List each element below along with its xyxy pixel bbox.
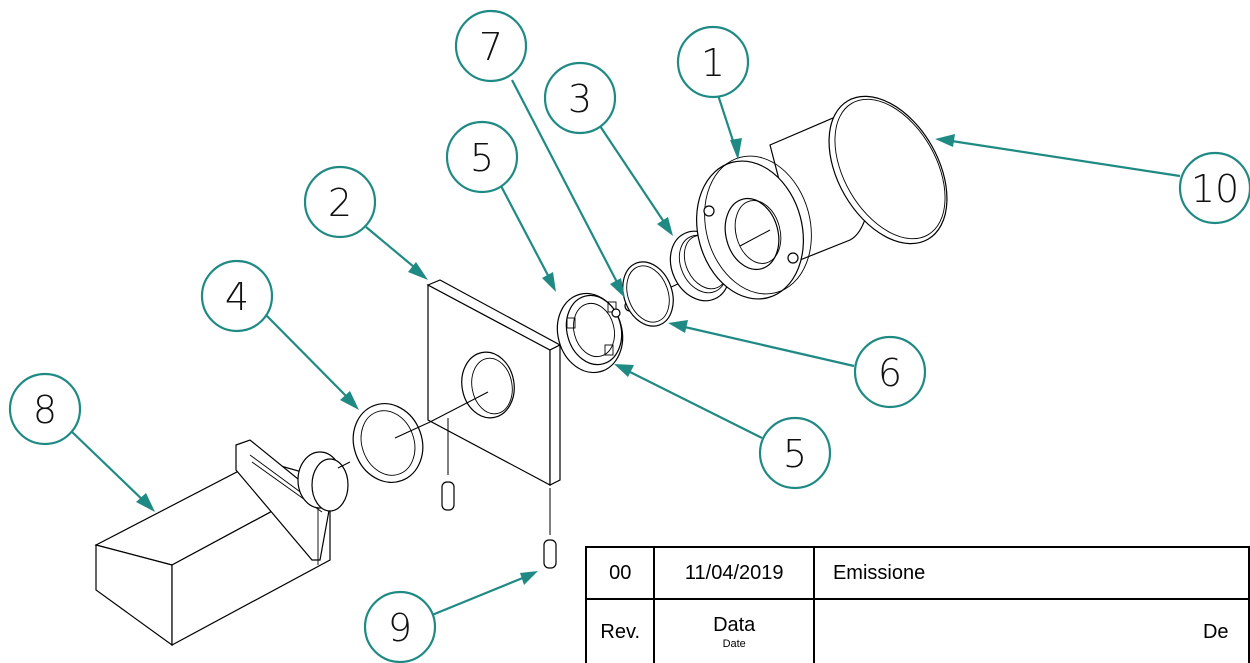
part-2-plate bbox=[426, 279, 562, 535]
title-block-clip: 00 11/04/2019 Emissione Rev. Data Date D… bbox=[585, 546, 1250, 663]
date-header-label: Data bbox=[713, 614, 756, 636]
part-5-nut bbox=[556, 292, 624, 374]
rev-value: 00 bbox=[585, 546, 656, 600]
part-10-large-oring bbox=[828, 95, 948, 245]
callout-3: 3 bbox=[543, 61, 617, 135]
callout-6: 6 bbox=[853, 335, 927, 409]
revision-row: 00 11/04/2019 Emissione bbox=[585, 546, 1250, 600]
svg-text:9: 9 bbox=[388, 606, 412, 650]
part-8-housing bbox=[94, 439, 351, 647]
callout-7: 7 bbox=[454, 9, 528, 83]
svg-text:1: 1 bbox=[701, 41, 725, 85]
svg-text:5: 5 bbox=[783, 432, 807, 476]
leader-lines bbox=[69, 79, 1181, 617]
svg-text:6: 6 bbox=[878, 351, 902, 395]
rev-header: Rev. bbox=[585, 598, 656, 663]
callout-9: 9 bbox=[363, 590, 437, 663]
callout-8: 8 bbox=[8, 372, 82, 446]
svg-text:4: 4 bbox=[225, 275, 249, 319]
callout-4: 4 bbox=[200, 259, 274, 333]
date-header-english: Date bbox=[722, 638, 746, 650]
part-9-pins bbox=[441, 481, 557, 569]
callout-1: 1 bbox=[676, 25, 750, 99]
description-header-label: De bbox=[1202, 620, 1229, 643]
svg-text:10: 10 bbox=[1191, 167, 1239, 211]
svg-text:5: 5 bbox=[470, 136, 494, 180]
date-value: 11/04/2019 bbox=[653, 546, 815, 600]
description-value: Emissione bbox=[812, 546, 1250, 600]
date-header: Data Date bbox=[653, 598, 815, 663]
svg-text:7: 7 bbox=[479, 25, 503, 69]
callout-5-upper: 5 bbox=[445, 120, 519, 194]
revision-table: 00 11/04/2019 Emissione Rev. Data Date D… bbox=[585, 546, 1250, 663]
part-6-oring bbox=[622, 261, 674, 327]
callout-10: 10 bbox=[1178, 151, 1250, 225]
svg-text:3: 3 bbox=[568, 77, 592, 121]
part-4-ring bbox=[352, 403, 431, 483]
svg-text:8: 8 bbox=[33, 388, 57, 432]
callout-5-lower: 5 bbox=[758, 416, 832, 490]
callout-2: 2 bbox=[303, 165, 377, 239]
header-row: Rev. Data Date De bbox=[585, 598, 1250, 663]
svg-text:2: 2 bbox=[328, 181, 352, 225]
description-header: De bbox=[812, 598, 1250, 663]
